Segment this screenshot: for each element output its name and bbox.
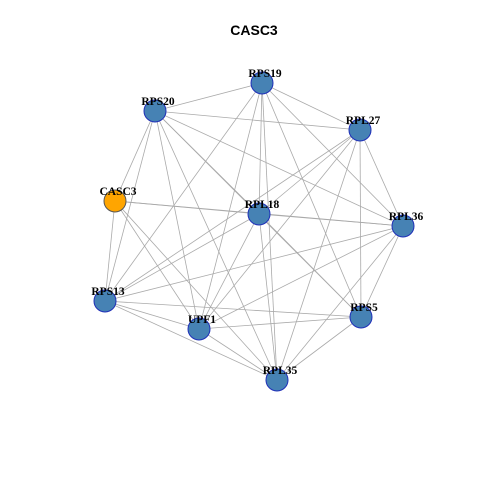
node-upf1[interactable] xyxy=(187,317,211,341)
edge-rpl18-rps5 xyxy=(258,213,362,318)
edge-rpl27-upf1 xyxy=(198,129,361,330)
node-rps19[interactable] xyxy=(250,71,274,95)
node-label-rps13: RPS13 xyxy=(91,286,124,298)
edge-rps19-rps20 xyxy=(154,82,263,112)
node-label-rpl27: RPL27 xyxy=(346,115,381,127)
edge-rps20-upf1 xyxy=(154,110,200,330)
node-rps20[interactable] xyxy=(143,99,167,123)
edge-rpl18-rpl36 xyxy=(258,213,404,227)
node-label-rpl18: RPL18 xyxy=(245,199,280,211)
edge-rps19-rpl27 xyxy=(261,82,361,131)
edge-rps19-upf1 xyxy=(198,82,263,330)
node-label-rps20: RPS20 xyxy=(141,96,174,108)
edge-rps19-rpl35 xyxy=(261,82,278,381)
node-layer xyxy=(93,71,415,392)
edge-rps13-upf1 xyxy=(104,300,200,330)
node-rps13[interactable] xyxy=(93,289,117,313)
node-casc3[interactable] xyxy=(103,189,127,213)
edge-upf1-rps5 xyxy=(198,316,362,330)
edge-rps13-rps5 xyxy=(104,300,362,318)
edge-rpl18-upf1 xyxy=(198,213,260,330)
edge-casc3-rps13 xyxy=(104,200,116,302)
edge-rps19-rpl36 xyxy=(261,82,404,227)
edge-upf1-rpl35 xyxy=(198,328,278,381)
node-label-casc3: CASC3 xyxy=(99,186,136,198)
edge-casc3-upf1 xyxy=(114,200,200,330)
edge-rpl27-rpl36 xyxy=(359,129,404,227)
edge-rpl36-upf1 xyxy=(198,225,404,330)
edge-rpl27-rps5 xyxy=(359,129,362,318)
edge-rps20-rps13 xyxy=(104,110,156,302)
edge-rpl36-rps13 xyxy=(104,225,404,302)
edge-rps20-rpl27 xyxy=(154,110,361,131)
edge-rps19-rps13 xyxy=(104,82,263,302)
edge-rpl36-rps5 xyxy=(360,225,404,318)
edge-rps5-rpl35 xyxy=(276,316,362,381)
edge-rps20-casc3 xyxy=(114,110,156,202)
node-rps5[interactable] xyxy=(349,305,373,329)
node-rpl18[interactable] xyxy=(247,202,271,226)
node-label-upf1: UPF1 xyxy=(188,314,216,326)
graph-title: CASC3 xyxy=(230,22,278,38)
edge-rpl18-rps13 xyxy=(104,213,260,302)
node-label-rpl35: RPL35 xyxy=(263,365,298,377)
edge-casc3-rpl35 xyxy=(114,200,278,381)
node-label-rps5: RPS5 xyxy=(350,302,378,314)
node-rpl36[interactable] xyxy=(391,214,415,238)
edge-rpl36-rpl35 xyxy=(276,225,404,381)
node-label-rpl36: RPL36 xyxy=(389,211,424,223)
edge-rpl18-rpl35 xyxy=(258,213,278,381)
edge-rpl27-rpl35 xyxy=(276,129,361,381)
label-layer: RPS19RPS20RPL27CASC3RPL18RPL36RPS13UPF1R… xyxy=(91,68,423,377)
edge-rpl27-rps13 xyxy=(104,129,361,302)
edge-layer xyxy=(104,82,404,381)
node-rpl35[interactable] xyxy=(265,368,289,392)
edge-rps20-rpl35 xyxy=(154,110,278,381)
edge-rpl27-rpl18 xyxy=(258,129,361,215)
edge-rps19-rpl18 xyxy=(258,82,263,215)
node-label-rps19: RPS19 xyxy=(248,68,281,80)
edge-rps13-rpl35 xyxy=(104,300,278,381)
edge-rps20-rpl36 xyxy=(154,110,404,227)
edge-rps19-rps5 xyxy=(261,82,362,318)
node-rpl27[interactable] xyxy=(348,118,372,142)
